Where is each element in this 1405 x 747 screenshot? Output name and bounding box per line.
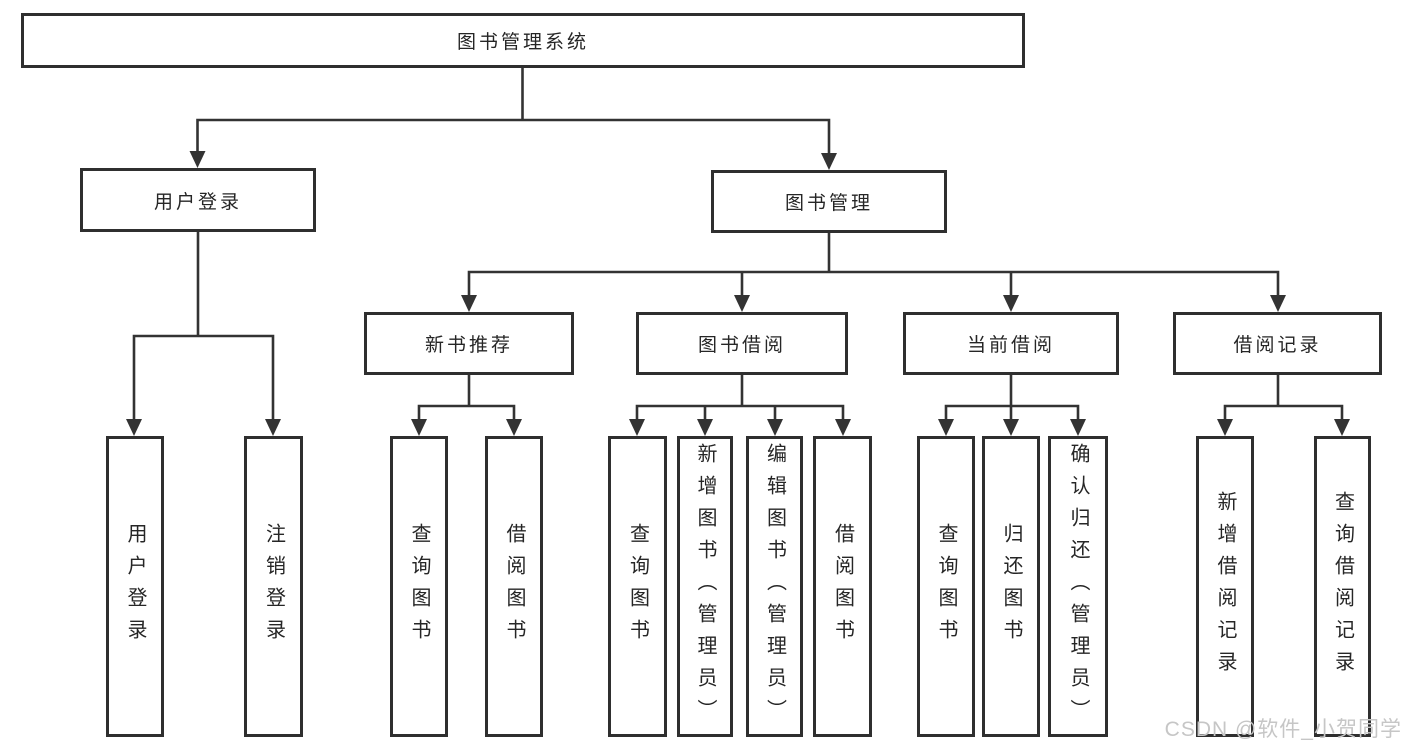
leaf-edit-books-admin: 编辑图书（管理员） [746,436,803,737]
arrowhead-icon [697,419,713,436]
connector-book-branch [461,233,1286,312]
arrowhead-icon [767,419,783,436]
watermark: CSDN @软件_小贺同学 [1164,718,1402,741]
leaf-label: 查询图书 [626,522,649,651]
leaf-borrow-books-recommend: 借阅图书 [485,436,543,737]
connector-group-records [1217,375,1350,436]
leaf-query-borrow-record: 查询借阅记录 [1314,436,1371,737]
arrowhead-icon [1217,419,1233,436]
connector-group-borrow [629,375,851,436]
leaf-query-books-borrow: 查询图书 [608,436,667,737]
node-label: 当前借阅 [966,335,1055,356]
leaf-label: 查询借阅记录 [1331,490,1354,683]
node-new-book-recommend: 新书推荐 [364,312,574,375]
leaf-query-books-current: 查询图书 [917,436,975,737]
arrowhead-icon [461,295,477,312]
node-borrowing-records: 借阅记录 [1173,312,1382,375]
node-root-label: 图书管理系统 [456,32,589,53]
node-user-login-branch: 用户登录 [80,168,316,232]
leaf-label: 查询图书 [935,522,957,651]
node-book-borrowing: 图书借阅 [636,312,848,375]
node-label: 借阅记录 [1233,335,1322,356]
arrowhead-icon [835,419,851,436]
node-label: 图书管理 [784,193,873,214]
arrowhead-icon [126,419,142,436]
arrowhead-icon [506,419,522,436]
node-book-management-branch: 图书管理 [711,170,947,233]
connector-root-to-branches [189,68,837,170]
arrowhead-icon [189,151,206,168]
arrowhead-icon [734,295,750,312]
leaf-label: 借阅图书 [831,522,854,651]
node-label: 图书借阅 [697,335,786,356]
leaf-label: 用户登录 [124,522,146,651]
node-current-borrowing: 当前借阅 [903,312,1119,375]
node-root: 图书管理系统 [21,13,1025,68]
arrowhead-icon [629,419,645,436]
leaf-borrow-books: 借阅图书 [813,436,872,737]
leaf-add-books-admin: 新增图书（管理员） [677,436,733,737]
leaf-label: 查询图书 [408,522,430,651]
leaf-label: 新增借阅记录 [1214,490,1236,683]
leaf-logout: 注销登录 [244,436,303,737]
leaf-add-borrow-record: 新增借阅记录 [1196,436,1254,737]
leaf-label: 注销登录 [262,522,285,651]
arrowhead-icon [265,419,281,436]
arrowhead-icon [1003,295,1019,312]
arrowhead-icon [1334,419,1350,436]
arrowhead-icon [1270,295,1286,312]
leaf-label: 借阅图书 [503,522,525,651]
leaf-user-login: 用户登录 [106,436,164,737]
node-label: 新书推荐 [424,335,513,356]
connector-user-branch [126,232,281,436]
connector-group-recommend [411,375,522,436]
leaf-confirm-return-admin: 确认归还（管理员） [1048,436,1108,737]
node-label: 用户登录 [153,191,242,213]
leaf-label: 编辑图书（管理员） [763,442,786,731]
leaf-label: 归还图书 [1000,522,1022,651]
leaf-return-books: 归还图书 [982,436,1040,737]
arrowhead-icon [1070,419,1086,436]
leaf-label: 新增图书（管理员） [694,442,716,731]
connector-group-current [938,375,1086,436]
arrowhead-icon [938,419,954,436]
leaf-query-books-recommend: 查询图书 [390,436,448,737]
leaf-label: 确认归还（管理员） [1067,442,1089,731]
arrowhead-icon [411,419,427,436]
arrowhead-icon [1003,419,1019,436]
arrowhead-icon [821,153,837,170]
